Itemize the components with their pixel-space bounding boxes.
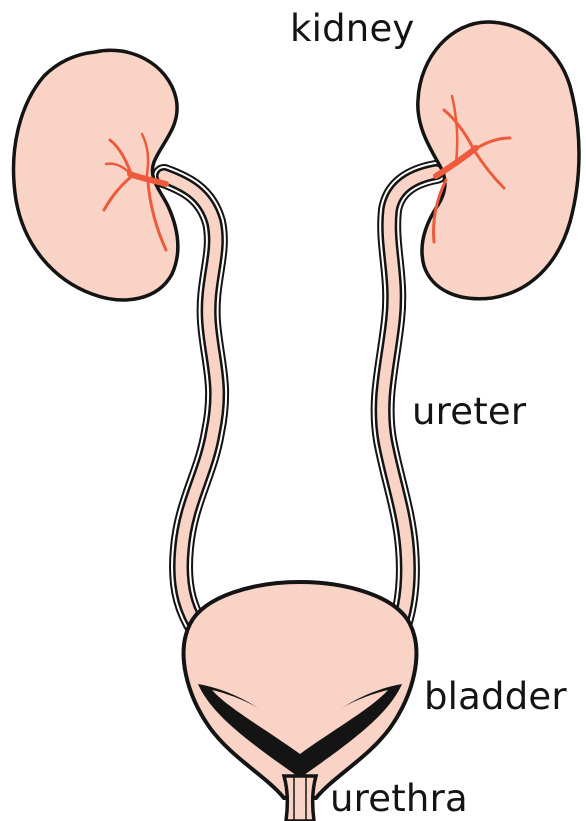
urethra-label: urethra: [330, 780, 468, 817]
urethra: [284, 776, 316, 821]
bladder: [184, 582, 417, 798]
right-kidney: [418, 22, 579, 299]
bladder-label: bladder: [424, 678, 567, 715]
left-kidney: [14, 50, 178, 300]
ureter-label: ureter: [412, 393, 526, 430]
kidney-label: kidney: [290, 10, 415, 47]
